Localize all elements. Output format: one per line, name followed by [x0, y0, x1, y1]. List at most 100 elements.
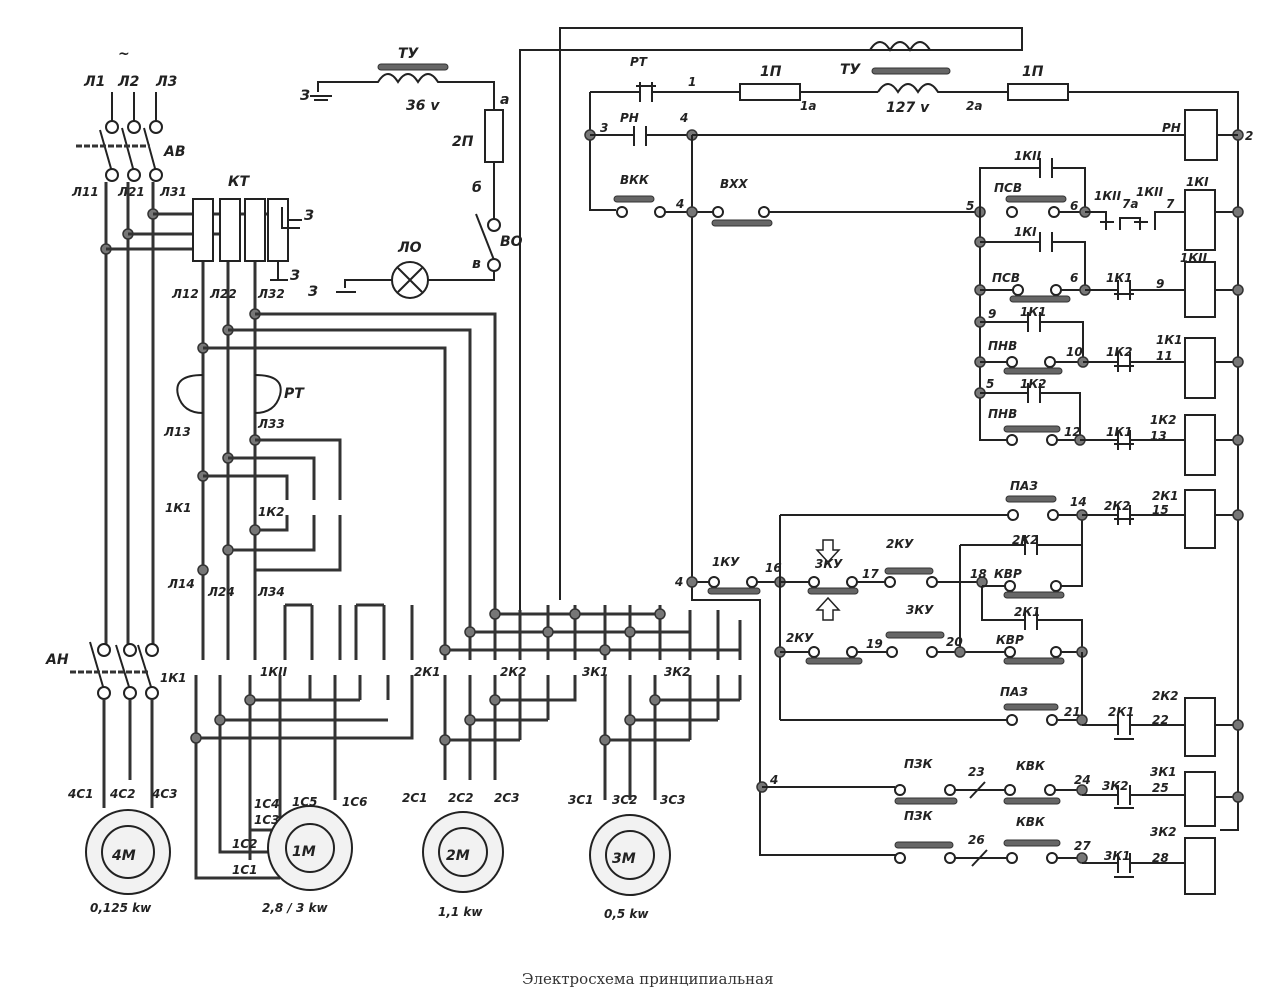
motor-2m-power: 1,1 kw	[438, 905, 483, 919]
thermal-block: КТ З З Л12 Л22 Л32 РТ Л13 Л33 1К1 1К2 Л1…	[163, 174, 497, 660]
ground-label-lamp: З	[308, 284, 318, 300]
node-19: 19	[866, 637, 883, 651]
motor-3m-terminal-2: 3С2	[612, 793, 638, 807]
breaker-label: АВ	[163, 144, 186, 160]
phase-out-l31: Л31	[159, 185, 187, 199]
phase-k-l14: Л14	[167, 577, 195, 591]
ku2b-label: 2КУ	[786, 631, 814, 645]
node-7: 7	[1166, 197, 1175, 211]
node-10: 10	[1066, 345, 1083, 359]
node-b: б	[472, 180, 482, 196]
k1-label: 1К1	[165, 501, 192, 515]
psv2-label: ПСВ	[992, 271, 1020, 285]
motor-4m-power: 0,125 kw	[90, 901, 152, 915]
phase-k-l24: Л24	[207, 585, 235, 599]
fuse-1p-label: 1П	[760, 64, 782, 80]
contactor-3k2-label: 3К2	[664, 665, 691, 679]
ground-label-kt2: З	[290, 268, 300, 284]
motor-3m-label: 3М	[612, 851, 636, 867]
node-1: 1	[688, 75, 696, 89]
node-26: 26	[968, 833, 985, 847]
lighting-voltage: 36 v	[406, 98, 440, 114]
motor-4m-terminal-3: 4С3	[151, 787, 178, 801]
node-9: 9	[1156, 277, 1164, 291]
contact-3k2-label: 3К2	[1102, 779, 1129, 793]
coil-2k1-label: 2К1	[1152, 489, 1179, 503]
node-9b: 9	[988, 307, 996, 321]
motor-1m-terminal-1: 1С1	[232, 863, 258, 877]
node-5b: 5	[986, 377, 994, 391]
phase-rt-l13: Л13	[163, 425, 191, 439]
motor-4m-label: 4М	[111, 848, 136, 864]
contact-1kI-label: 1КI	[1014, 225, 1037, 239]
phase-out-l11: Л11	[71, 185, 99, 199]
fuse-2p-label: 2П	[452, 134, 474, 150]
kvr2-label: КВР	[996, 633, 1024, 647]
pzk1-label: ПЗК	[904, 757, 934, 771]
node-24: 24	[1074, 773, 1091, 787]
ku3a-label: 3КУ	[815, 557, 843, 571]
motor-1m-terminal-6: 1С6	[342, 795, 368, 809]
arrow-down-icon	[815, 539, 841, 564]
coil-1kI-label: 1КI	[1186, 175, 1209, 189]
motor-3m-icon	[589, 814, 671, 896]
vkh-label: ВХХ	[720, 177, 748, 191]
coil-1k1-label: 1К1	[1156, 333, 1183, 347]
lighting-circuit: ТУ З 36 v а 2П б ВО в ЛО З	[300, 46, 523, 300]
node-20: 20	[946, 635, 963, 649]
lighting-transformer-label: ТУ	[398, 46, 420, 62]
motor-3m-terminal-3: 3С3	[660, 793, 686, 807]
arrow-up-icon	[815, 596, 841, 621]
switch-vo-label: ВО	[500, 234, 523, 250]
motor-2m-icon	[422, 811, 504, 893]
node-5: 5	[966, 199, 974, 213]
kt-label: КТ	[228, 174, 250, 190]
node-27: 27	[1074, 839, 1091, 853]
node-17: 17	[862, 567, 879, 581]
coil-1kII-label: 1КII	[1180, 251, 1208, 265]
motor-2m-terminal-2: 2С2	[448, 791, 474, 805]
vkk-label: ВКК	[620, 173, 650, 187]
coil-3k2-label: 3К2	[1150, 825, 1177, 839]
contact-1k2-pnv: 1К2	[1020, 377, 1047, 391]
phase-kt-l32: Л32	[257, 287, 285, 301]
contact-3k1-label: 3К1	[1104, 849, 1131, 863]
ku3b-label: 3КУ	[906, 603, 934, 617]
motor-1m-power: 2,8 / 3 kw	[262, 901, 329, 915]
phase-label-l1: Л1	[83, 74, 105, 90]
coil-2k2-label: 2К2	[1152, 689, 1179, 703]
node-22: 22	[1152, 713, 1169, 727]
paz1-label: ПАЗ	[1010, 479, 1038, 493]
node-14: 14	[1070, 495, 1087, 509]
contactor-3k1-label: 3К1	[582, 665, 609, 679]
motor-1m-label: 1М	[292, 844, 316, 860]
node-3: 3	[600, 121, 608, 135]
node-4c: 4	[674, 575, 683, 589]
k2-label: 1К2	[258, 505, 285, 519]
motor-4m-switch: АН 1К1	[45, 641, 187, 808]
motor-4m-terminal-2: 4С2	[109, 787, 136, 801]
coil-1k2-label: 1К2	[1150, 413, 1177, 427]
control-circuit: РТ 1 1П 1а ТУ 127 v 2а 1П 3 РН 4 РН 2 ВК…	[519, 27, 1253, 895]
contact-1kII-a: 1КII	[1094, 189, 1122, 203]
ac-symbol: ~	[118, 46, 130, 62]
node-11: 11	[1156, 349, 1173, 363]
lamp-label: ЛО	[397, 240, 422, 256]
pnv1-label: ПНВ	[988, 339, 1017, 353]
supply-section: ~ Л1 Л2 Л3 АВ Л11 Л21 Л31	[71, 46, 270, 650]
motor-3m: 3С1 3С2 3С3 3М 0,5 kw	[568, 793, 686, 921]
node-6: 6	[1070, 199, 1078, 213]
phase-rt-l33: Л33	[257, 417, 285, 431]
node-2: 2	[1245, 129, 1253, 143]
contact-2k2-label: 2К2	[1104, 499, 1131, 513]
contact-2k1-label: 2К1	[1108, 705, 1135, 719]
motor-2m-terminal-1: 2С1	[402, 791, 428, 805]
motor-3m-power: 0,5 kw	[604, 907, 649, 921]
phase-k-l34: Л34	[257, 585, 285, 599]
node-25: 25	[1152, 781, 1169, 795]
contactor-1k1-label: 1К1	[160, 671, 187, 685]
motor-1m-terminal-3: 1С3	[254, 813, 280, 827]
ground-label-lighting: З	[300, 88, 310, 104]
contact-1kII-b: 1КII	[1136, 185, 1164, 199]
contactor-1kII-label: 1КII	[260, 665, 288, 679]
